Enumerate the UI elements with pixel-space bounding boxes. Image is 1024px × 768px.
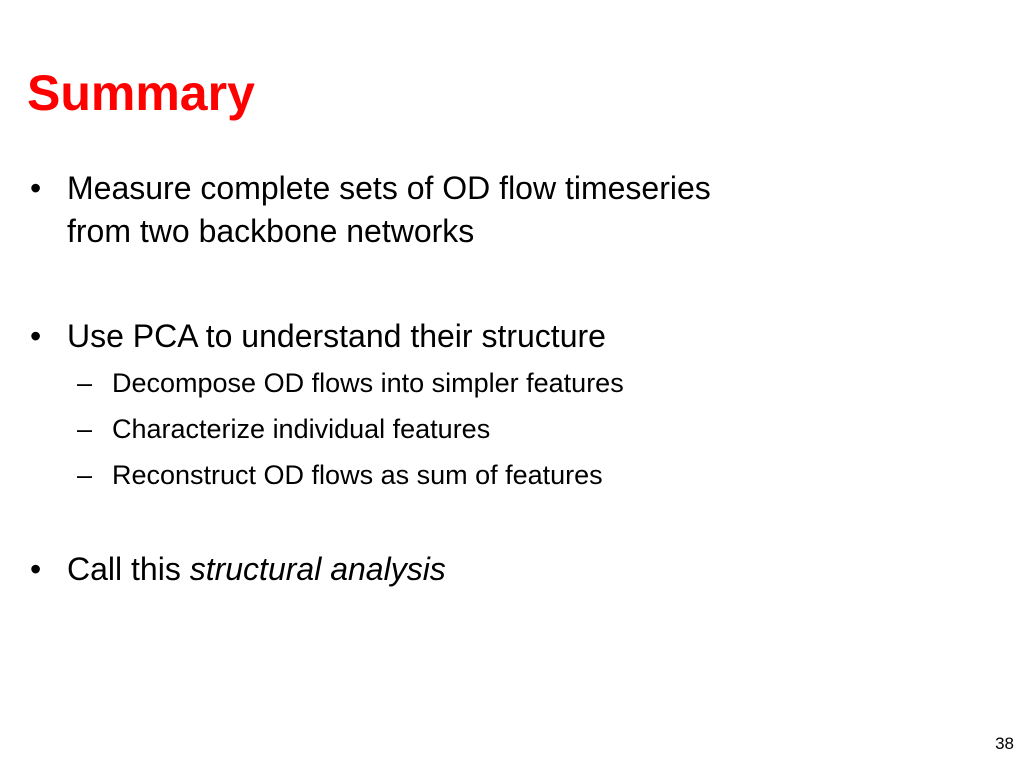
bullet-marker: • <box>30 170 42 206</box>
sub-bullet-text: Reconstruct OD flows as sum of features <box>112 460 603 490</box>
bullet-marker: • <box>30 551 42 587</box>
bullet-text: Measure complete sets of OD flow timeser… <box>67 167 711 253</box>
sub-bullet-marker: – <box>77 368 93 398</box>
bullet-text-italic: structural analysis <box>189 551 446 587</box>
bullet-marker: • <box>30 318 42 354</box>
sub-bullet-marker: – <box>77 460 93 490</box>
sub-bullet-marker: – <box>77 414 93 444</box>
sub-bullet-text: Decompose OD flows into simpler features <box>112 368 624 398</box>
bullet-line-2: from two backbone networks <box>67 213 475 249</box>
bullet-line-1: Measure complete sets of OD flow timeser… <box>67 170 711 206</box>
slide-title: Summary <box>27 65 255 121</box>
bullet-text: Use PCA to understand their structure <box>67 318 606 354</box>
bullet-text-plain: Call this <box>67 551 190 587</box>
page-number: 38 <box>995 734 1014 753</box>
sub-bullet-text: Characterize individual features <box>112 414 491 444</box>
bullet-text: Call this structural analysis <box>67 548 446 591</box>
